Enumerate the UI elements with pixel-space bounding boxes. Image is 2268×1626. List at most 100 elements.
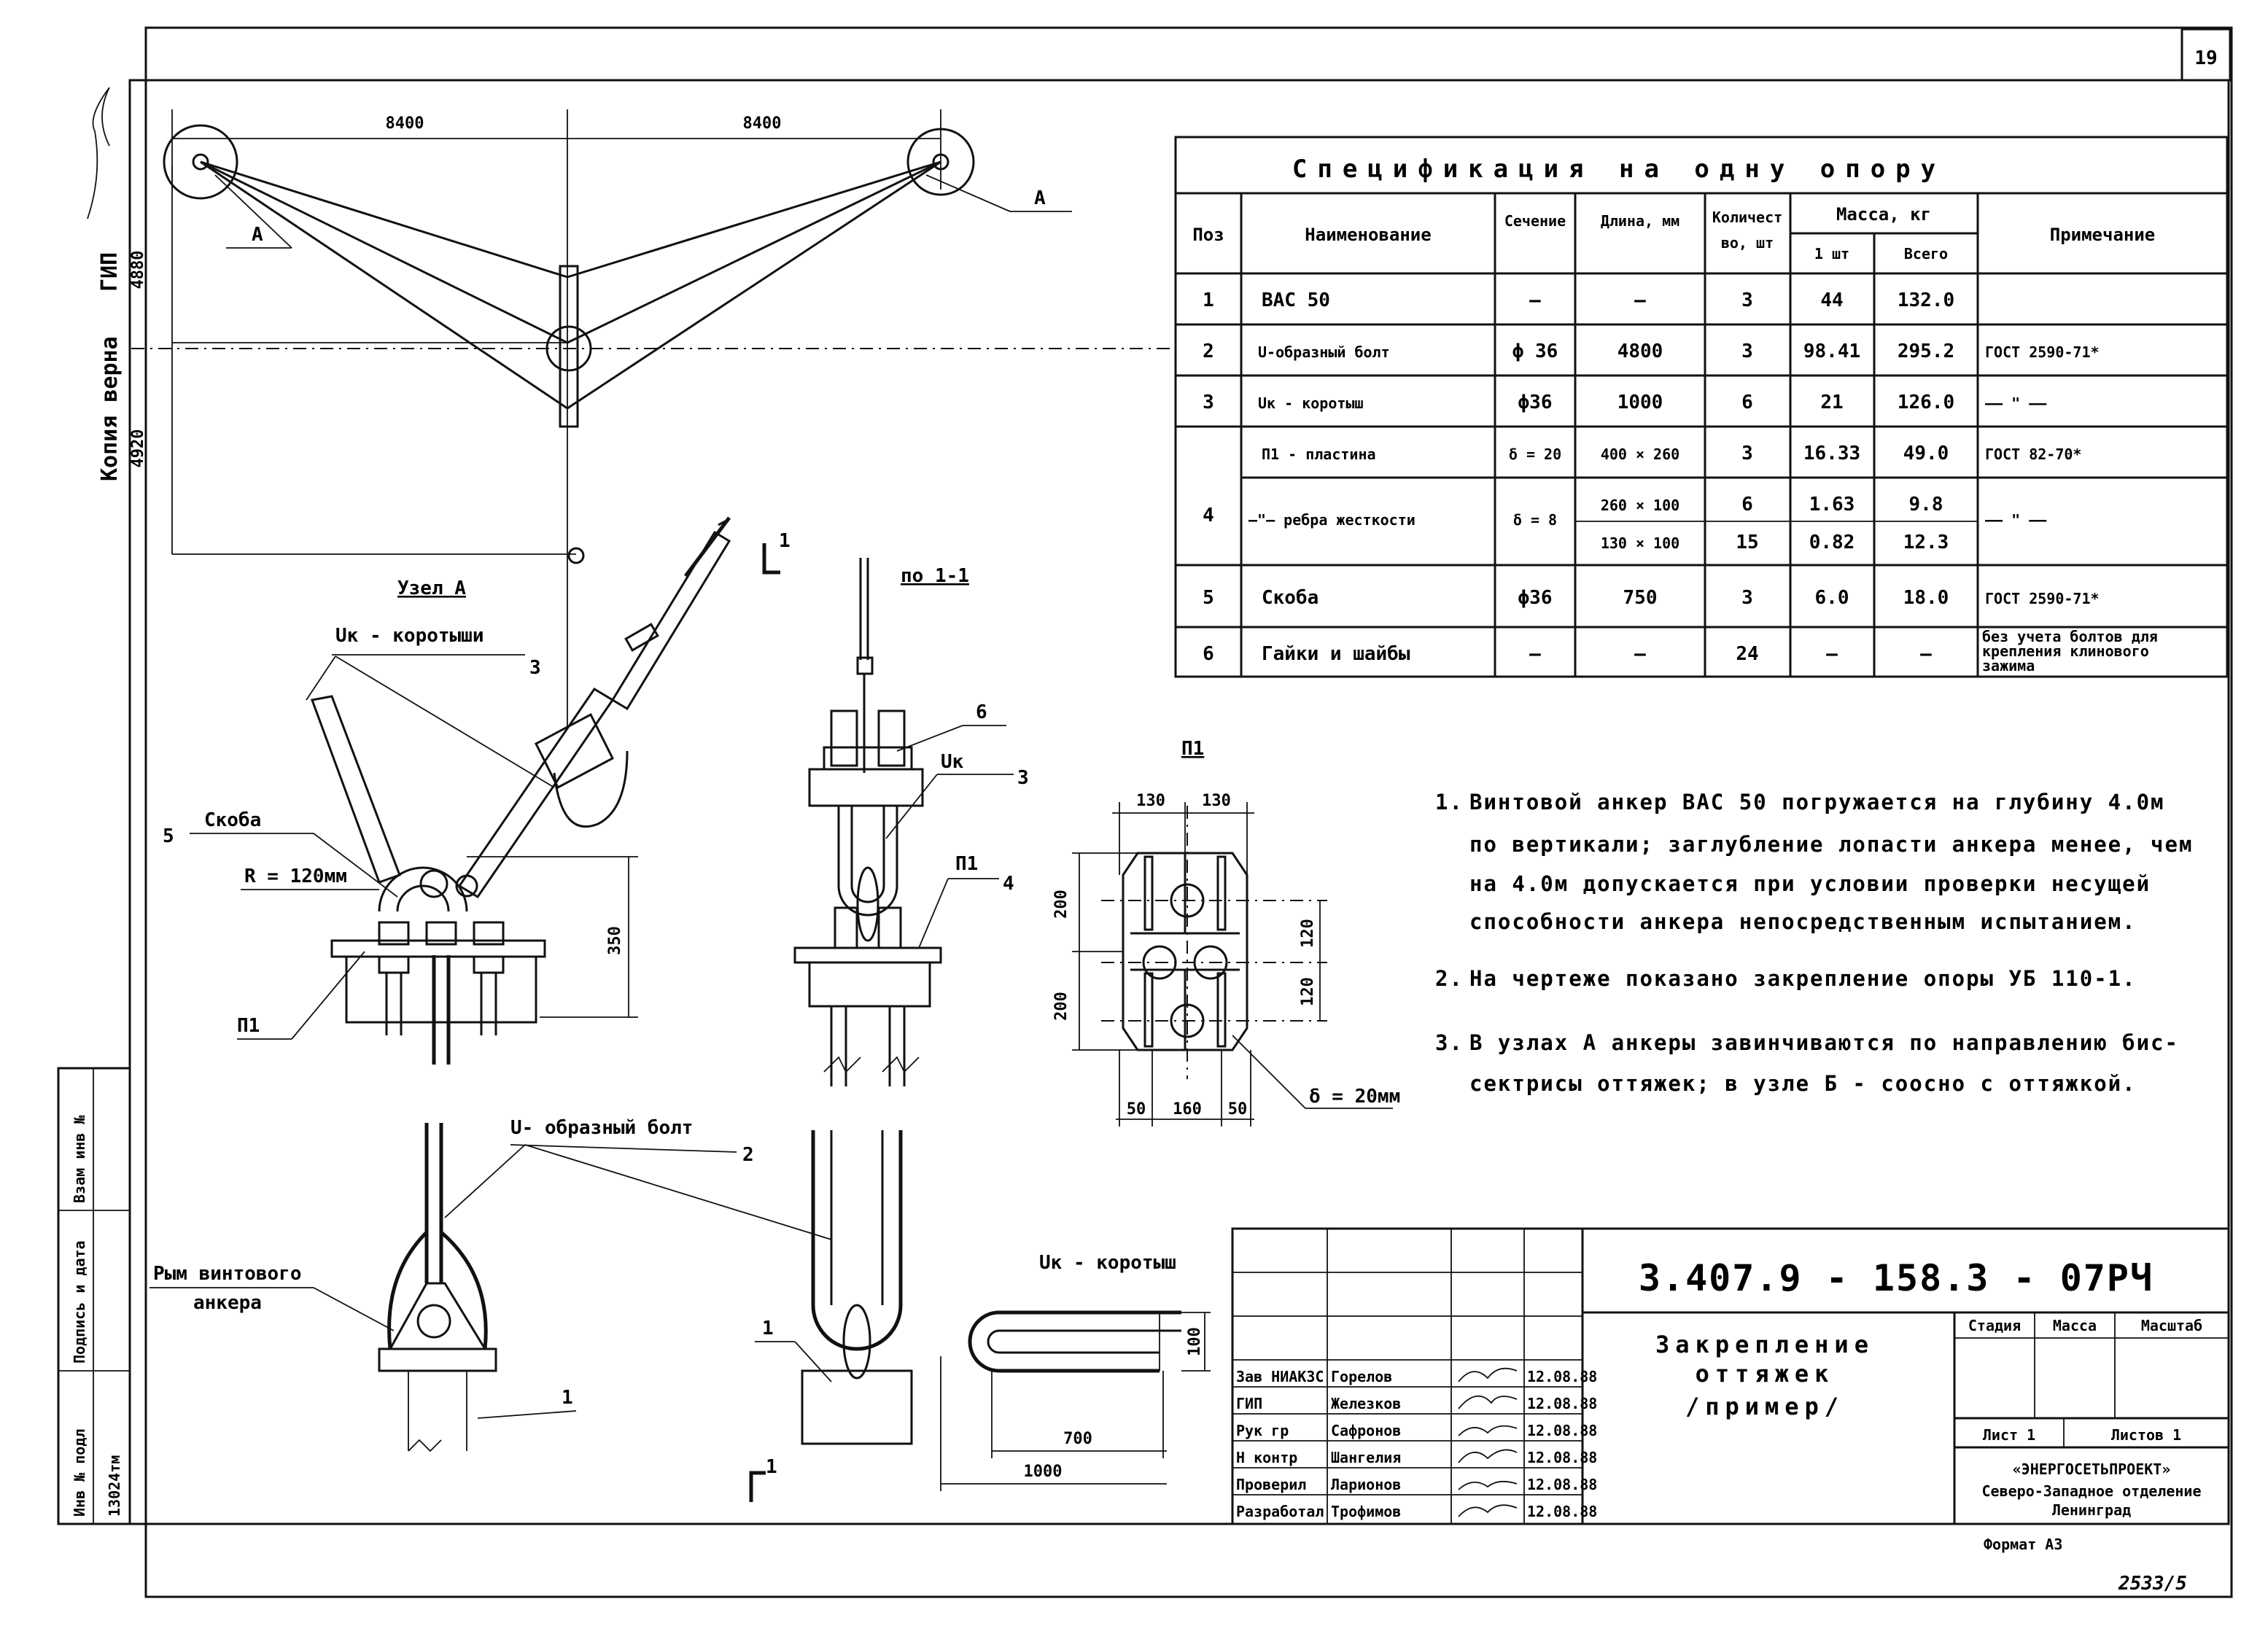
spec-h-mass-unit: 1 шт <box>1814 245 1849 262</box>
title-line-3: /пример/ <box>1685 1393 1844 1420</box>
spec-title: Спецификация на одну опору <box>1292 155 1946 184</box>
spec-h-note: Примечание <box>2050 225 2156 245</box>
spec-r5-m1: 6.0 <box>1815 587 1849 609</box>
plan-node-right: А <box>1034 187 1046 209</box>
sheet-number: 19 <box>2194 47 2217 69</box>
note-1-num: 1. <box>1435 790 1464 814</box>
signature-mark <box>87 87 110 219</box>
spec-r2-name: U-образный болт <box>1258 343 1390 361</box>
plate-dim-50b: 50 <box>1228 1100 1248 1119</box>
signer-1-name: Горелов <box>1331 1368 1392 1385</box>
spec-r2-note: ГОСТ 2590-71* <box>1985 343 2100 361</box>
spec-r4a-note: ГОСТ 82-70* <box>1985 446 2081 463</box>
bottom-num-1b: 1 <box>762 1318 774 1339</box>
plan-node-left: А <box>252 224 263 246</box>
signer-2-name: Железков <box>1331 1395 1401 1412</box>
spec-r3-m1: 21 <box>1820 392 1843 413</box>
node-a-view: Узел А Uк - коротыши 3 <box>163 516 731 1065</box>
format-label: Формат А3 <box>1984 1536 2062 1553</box>
uk-dim-1000: 1000 <box>1024 1463 1063 1481</box>
archive-number: 2533/5 <box>2118 1573 2187 1595</box>
plan-dim-bottom: 4920 <box>129 429 147 468</box>
spec-r6-length: — <box>1634 643 1646 665</box>
stage-label: Стадия <box>1968 1317 2021 1334</box>
sign-date-label: Подпись и дата <box>71 1240 88 1364</box>
base-plate <box>330 939 546 958</box>
node-a-callout-5: Скоба <box>204 809 261 831</box>
spec-r2-qty: 3 <box>1741 341 1753 362</box>
title-line-2: оттяжек <box>1696 1360 1835 1388</box>
signer-4-role: Н контр <box>1236 1449 1297 1466</box>
node-a-plate: П1 <box>237 1015 260 1037</box>
plan-view: 8400 8400 4880 4920 А А <box>129 109 1174 729</box>
spec-h-qty-1: Количест <box>1712 209 1782 226</box>
spec-h-section: Сечение <box>1504 212 1566 230</box>
spec-r4a-length: 400 × 260 <box>1601 446 1679 463</box>
uk-dim-700: 700 <box>1063 1430 1092 1448</box>
spec-r3-mt: 126.0 <box>1898 392 1954 413</box>
signer-2-date: 12.08.88 <box>1527 1395 1597 1412</box>
signer-2-role: ГИП <box>1236 1395 1262 1412</box>
section-num-4: 4 <box>1003 873 1014 895</box>
spec-table: Спецификация на одну опору Поз Наименова… <box>1174 136 2229 678</box>
signer-1-role: Зав НИАКЗС <box>1236 1368 1324 1385</box>
spec-r4b-mt: 9.8 <box>1909 494 1943 516</box>
note-2-line-1: На чертеже показано закрепление опоры УБ… <box>1469 966 2137 991</box>
inner-frame <box>128 79 2230 1525</box>
spec-r4b-section: δ = 8 <box>1513 511 1557 529</box>
spec-r5-mt: 18.0 <box>1903 587 1949 609</box>
spec-h-mass-total: Всего <box>1904 245 1948 262</box>
spec-r6-note-3: зажима <box>1982 657 2035 674</box>
plan-dim-right: 8400 <box>743 114 782 133</box>
anchor-right-circle <box>906 128 975 196</box>
spec-r1-section: — <box>1529 289 1541 311</box>
notes: 1. Винтовой анкер ВАС 50 погружается на … <box>1435 790 2191 1096</box>
sheets-label: Листов 1 <box>2111 1426 2181 1444</box>
spec-r4b-length: 260 × 100 <box>1601 497 1679 514</box>
bottom-num-1a: 1 <box>562 1387 573 1409</box>
spec-r3-note: —— " —— <box>1985 394 2047 412</box>
spec-r6-note-1: без учета болтов для <box>1982 628 2158 645</box>
note-3-num: 3. <box>1435 1030 1464 1055</box>
note-3-line-1: В узлах А анкеры завинчиваются по направ… <box>1469 1030 2179 1055</box>
title-block: Зав НИАКЗС Горелов 12.08.88 ГИП Железков… <box>1231 1227 2230 1525</box>
spec-h-qty-2: во, шт <box>1721 234 1774 252</box>
plate-dim-200a: 200 <box>1052 890 1071 919</box>
bottom-mark-1: 1 <box>766 1456 777 1478</box>
spec-r2-m1: 98.41 <box>1803 341 1860 362</box>
spec-r4-pos: 4 <box>1203 505 1214 526</box>
signer-4-date: 12.08.88 <box>1527 1449 1597 1466</box>
spec-r6-m1: — <box>1826 643 1838 665</box>
spec-r3-qty: 6 <box>1741 392 1753 413</box>
spec-r2-mt: 295.2 <box>1898 341 1954 362</box>
spec-r2-length: 4800 <box>1617 341 1663 362</box>
spec-r1-name: ВАС 50 <box>1262 289 1330 311</box>
note-1-line-4: способности анкера непосредственным испы… <box>1469 909 2137 934</box>
spec-r5-length: 750 <box>1623 587 1658 609</box>
spec-r4a-name: П1 - пластина <box>1262 446 1376 463</box>
side-stamp: Копия верна ГИП Инв № подл 13024тм Подпи… <box>57 87 131 1525</box>
note-1-line-3: на 4.0м допускается при условии проверки… <box>1469 871 2151 896</box>
plan-dim-top: 4880 <box>129 251 147 289</box>
signer-3-role: Рук гр <box>1236 1422 1289 1439</box>
spec-r2-section: ϕ 36 <box>1512 341 1558 362</box>
spec-r1-length: — <box>1634 289 1646 311</box>
spec-h-length: Длина, мм <box>1601 212 1679 230</box>
section-mark-top: 1 <box>779 530 791 552</box>
spec-r4b-qty: 6 <box>1741 494 1753 516</box>
spec-r5-qty: 3 <box>1741 587 1753 609</box>
spec-r1-pos: 1 <box>1203 289 1214 311</box>
signer-5-name: Ларионов <box>1331 1476 1401 1493</box>
plate-dim-130a: 130 <box>1136 792 1165 810</box>
spec-r5-pos: 5 <box>1203 587 1214 609</box>
spec-r4c-m1: 0.82 <box>1809 532 1855 553</box>
spec-r6-note-2: крепления клинового <box>1982 642 2149 660</box>
sheet-number-box <box>2180 28 2232 82</box>
signer-4-name: Шангелия <box>1331 1449 1401 1466</box>
spec-r4a-section: δ = 20 <box>1509 446 1561 463</box>
spec-r3-length: 1000 <box>1617 392 1663 413</box>
spec-r1-m1: 44 <box>1820 289 1843 311</box>
section-label-p1: П1 <box>955 853 978 875</box>
section-label-6: 6 <box>976 701 987 723</box>
